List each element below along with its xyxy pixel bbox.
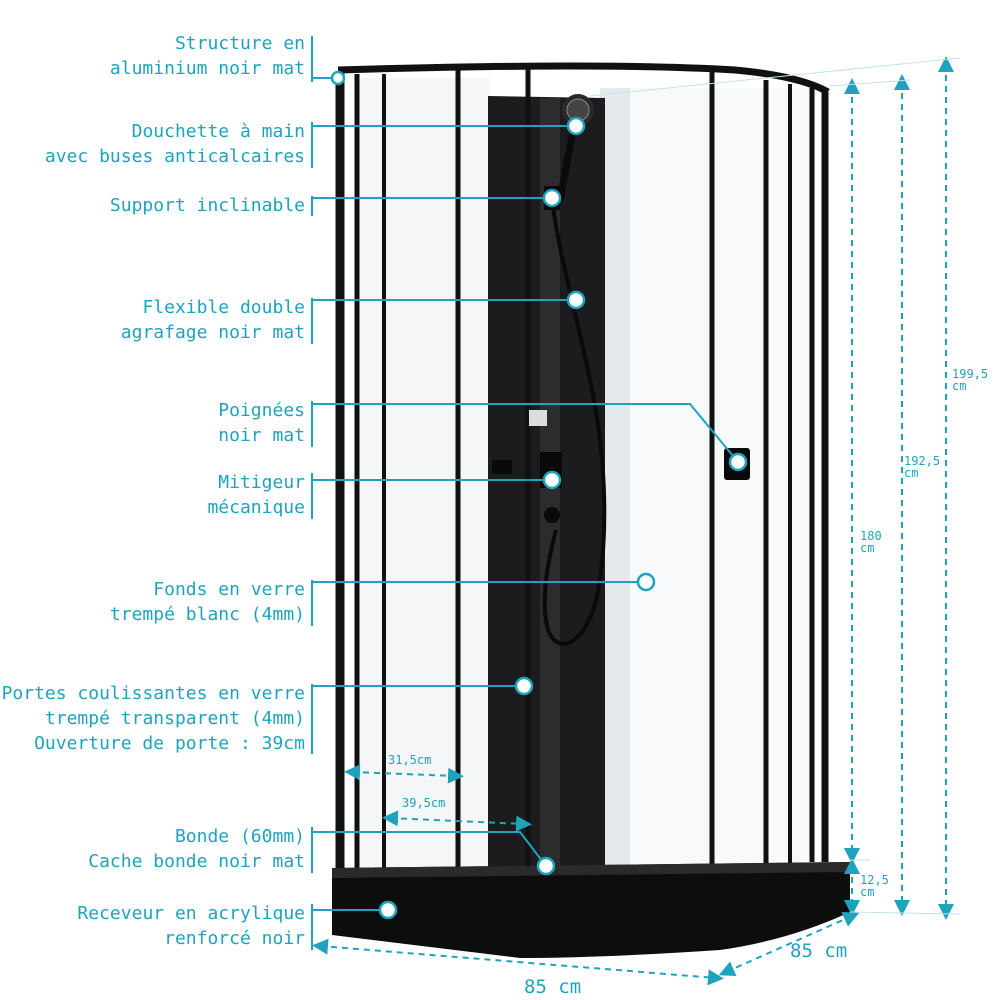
label-douchette-line-1: Douchette à main bbox=[131, 121, 305, 142]
label-poignees-line-1: Poignées bbox=[218, 400, 305, 421]
shower-hose bbox=[542, 199, 607, 646]
dim-tray-height-unit: cm bbox=[860, 885, 875, 899]
dim-cabin-height-unit: cm bbox=[904, 466, 919, 480]
label-support: Support inclinable bbox=[110, 193, 305, 218]
bracket-portes bbox=[311, 684, 313, 754]
bracket-bonde bbox=[311, 827, 313, 873]
label-receveur-line-2: renforcé noir bbox=[164, 928, 305, 949]
bracket-poignees bbox=[311, 401, 313, 447]
label-portes-line-3: Ouverture de porte : 39cm bbox=[34, 733, 305, 754]
dim-door-inner: 31,5cm bbox=[388, 753, 432, 767]
label-receveur: Receveur en acrylique renforcé noir bbox=[77, 901, 305, 951]
label-douchette: Douchette à main avec buses anticalcaire… bbox=[45, 119, 305, 169]
back-glass-right bbox=[600, 88, 815, 868]
dim-total-height-unit: cm bbox=[952, 379, 967, 393]
label-flexible-line-2: agrafage noir mat bbox=[120, 322, 305, 343]
dim-door-outer: 39,5cm bbox=[402, 796, 446, 810]
label-douchette-line-2: avec buses anticalcaires bbox=[44, 146, 305, 167]
dim-tray-height-value: 12,5 bbox=[860, 873, 889, 887]
bracket-fonds bbox=[311, 580, 313, 626]
dimension-lines bbox=[312, 56, 954, 986]
label-fonds-line-2: trempé blanc (4mm) bbox=[109, 604, 305, 625]
frame-profiles bbox=[335, 68, 829, 870]
label-portes: Portes coulissantes en verre trempé tran… bbox=[2, 681, 305, 756]
label-poignees-line-2: noir mat bbox=[218, 425, 305, 446]
label-bonde-line-2: Cache bonde noir mat bbox=[88, 851, 305, 872]
bracket-mitigeur bbox=[311, 473, 313, 519]
extension-lines bbox=[589, 57, 961, 915]
label-structure: Structure en aluminium noir mat bbox=[110, 31, 305, 81]
label-flexible-line-1: Flexible double bbox=[142, 297, 305, 318]
label-receveur-line-1: Receveur en acrylique bbox=[77, 903, 305, 924]
label-portes-line-2: trempé transparent (4mm) bbox=[44, 708, 305, 729]
dim-width: 85 cm bbox=[524, 976, 582, 998]
back-glass-left bbox=[360, 78, 490, 868]
dim-cabin-height: 192,5 cm bbox=[904, 455, 940, 479]
dim-total-height-value: 199,5 bbox=[952, 367, 989, 381]
label-flexible: Flexible double agrafage noir mat bbox=[121, 295, 305, 345]
dim-tray-height: 12,5 cm bbox=[860, 874, 889, 898]
bracket-structure bbox=[311, 36, 313, 82]
label-mitigeur-line-1: Mitigeur bbox=[218, 472, 305, 493]
label-fonds: Fonds en verre trempé blanc (4mm) bbox=[110, 577, 305, 627]
callout-dot-icon bbox=[330, 70, 748, 920]
bracket-flexible bbox=[311, 298, 313, 344]
label-bonde-line-1: Bonde (60mm) bbox=[174, 826, 305, 847]
label-portes-line-1: Portes coulissantes en verre bbox=[1, 683, 305, 704]
label-poignees: Poignées noir mat bbox=[218, 398, 305, 448]
label-mitigeur-line-2: mécanique bbox=[207, 497, 305, 518]
label-mitigeur: Mitigeur mécanique bbox=[207, 470, 305, 520]
dim-glass-height-unit: cm bbox=[860, 541, 875, 555]
label-structure-line-2: aluminium noir mat bbox=[109, 58, 305, 79]
dim-total-height: 199,5 cm bbox=[952, 368, 988, 392]
label-support-line-1: Support inclinable bbox=[109, 195, 305, 216]
label-bonde: Bonde (60mm) Cache bonde noir mat bbox=[88, 824, 305, 874]
dim-cabin-height-value: 192,5 bbox=[904, 454, 941, 468]
top-rail bbox=[337, 62, 830, 96]
dim-glass-height-value: 180 bbox=[860, 529, 882, 543]
dim-glass-height: 180 cm bbox=[860, 530, 882, 554]
shower-tray-top bbox=[332, 862, 850, 878]
dim-depth: 85 cm bbox=[790, 940, 848, 962]
label-fonds-line-1: Fonds en verre bbox=[153, 579, 305, 600]
callout-lines bbox=[312, 77, 739, 911]
bracket-douchette bbox=[311, 122, 313, 168]
bracket-receveur bbox=[311, 904, 313, 950]
bracket-support bbox=[311, 196, 313, 216]
label-structure-line-1: Structure en bbox=[174, 33, 305, 54]
